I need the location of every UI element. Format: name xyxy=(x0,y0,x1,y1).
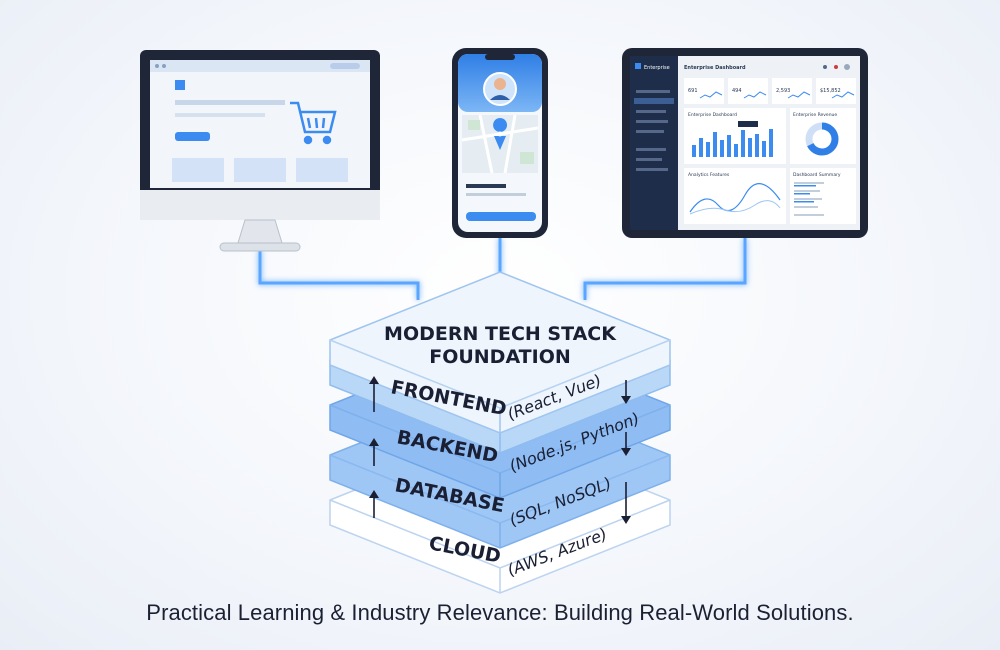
stat-value: 494 xyxy=(732,88,742,94)
panel-right-title: Enterprise Revenue xyxy=(793,112,837,118)
stack-foundation-top xyxy=(329,271,671,434)
panel-left-title: Enterprise Dashboard xyxy=(688,112,737,118)
stat-value: 691 xyxy=(688,88,698,94)
smartphone xyxy=(452,48,548,238)
dashboard-title: Enterprise Dashboard xyxy=(684,65,746,71)
panel-bottom-right-title: Dashboard Summary xyxy=(793,172,841,178)
stack-title-line2: FOUNDATION xyxy=(429,346,571,368)
caption: Practical Learning & Industry Relevance:… xyxy=(146,600,854,625)
cart-icon xyxy=(290,101,337,145)
tablet-dashboard: Enterprise Enterprise Dashboard 691 494 … xyxy=(622,48,868,238)
stat-cards: 691 494 2,593 $15,852 xyxy=(684,78,856,104)
panel-bottom-left-title: Analytics Features xyxy=(688,172,730,178)
line-chart-panel xyxy=(684,168,786,224)
stat-value: 2,593 xyxy=(776,88,790,94)
flow-arrows xyxy=(369,376,631,524)
map-pin-icon xyxy=(493,118,508,132)
desktop-monitor xyxy=(140,50,380,252)
stack-title-line1: MODERN TECH STACK xyxy=(384,323,617,345)
dashboard-brand: Enterprise xyxy=(644,65,670,71)
mini-bars xyxy=(692,129,773,157)
dashboard-sidebar xyxy=(630,56,678,230)
stat-value: $15,852 xyxy=(820,88,841,94)
